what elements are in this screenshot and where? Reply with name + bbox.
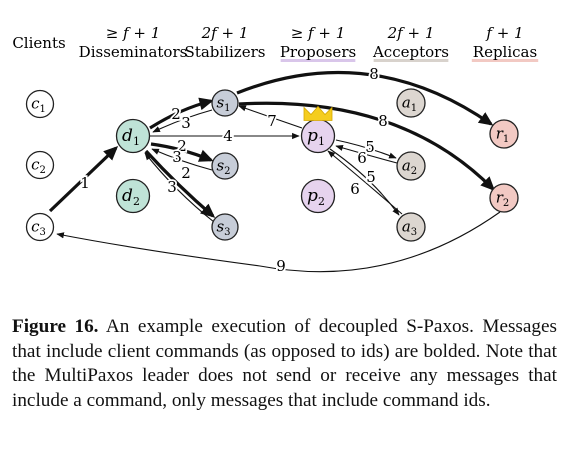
message-arrow-c3-d1 [48,146,119,213]
node-circle-c3 [25,212,55,242]
node-label-p1: p1 [307,126,325,148]
message-arrow-d1-s3 [144,149,216,218]
node-c3: c3 [25,212,55,242]
node-circle-a2 [396,151,426,181]
node-a1: a1 [396,88,426,118]
node-label-r1: r1 [496,125,510,146]
node-p2: p2 [300,178,336,214]
column-label-clients: Clients [12,34,65,52]
node-label-s3: s3 [216,218,230,239]
node-label-c2: c2 [31,156,46,177]
message-label-d1-s1: 2 [171,105,181,123]
node-circle-r1 [489,119,519,149]
node-label-r2: r2 [496,189,510,210]
message-label-s2-d1: 3 [172,148,182,166]
node-circle-s1 [211,89,239,117]
column-count-acceptors: 2f + 1 [387,24,435,42]
column-label-replicas: Replicas [473,43,537,61]
column-label-disseminators: Disseminators [79,43,188,61]
node-circle-c2 [25,150,55,180]
node-label-c3: c3 [31,218,46,239]
node-label-d2: d2 [122,186,140,208]
message-arrow-d1-s2 [150,142,214,162]
message-arrow-s1-r2 [238,101,496,192]
node-circle-d2 [115,178,151,214]
message-arrow-p1-a2 [335,139,397,159]
node-label-a2: a2 [402,157,417,178]
message-label-c3-d1: 1 [80,174,90,192]
message-label-a3-p1: 6 [350,180,360,198]
node-d1: d1 [115,118,151,154]
process-nodes: c1 c2 c3 d1 d2 s1 s2 s3 p1 p2 a1 a2 a3 r1 r2 [25,88,519,242]
column-underline-acceptors [373,59,449,62]
node-circle-c1 [25,89,55,119]
node-circle-d1 [115,118,151,154]
node-circle-a1 [396,88,426,118]
node-c2: c2 [25,150,55,180]
message-arrow-s3-d1 [144,152,215,223]
message-label-p1-a3: 5 [366,168,376,186]
node-s3: s3 [211,213,239,241]
message-label-p1-s1: 7 [267,112,277,130]
column-underline-proposers [280,59,356,62]
column-underline-replicas [471,59,539,62]
node-label-a3: a3 [402,218,417,239]
message-label-s1-d1: 3 [181,114,191,132]
message-arrow-s2-d1 [151,148,213,171]
node-a2: a2 [396,151,426,181]
node-circle-a3 [396,212,426,242]
node-a3: a3 [396,212,426,242]
message-label-r2-c3: 9 [276,257,286,275]
node-label-s2: s2 [216,157,230,178]
caption-text: An example execution of decoupled S-Paxo… [12,316,557,411]
message-label-d1-s3: 2 [181,164,191,182]
message-label-d1-s2: 2 [177,137,187,155]
node-label-d1: d1 [122,126,140,148]
message-label-s3-d1: 3 [167,178,177,196]
node-label-s1: s1 [216,94,230,115]
node-label-c1: c1 [31,95,46,116]
message-arrow-p1-s1 [238,105,303,129]
node-circle-p2 [300,178,336,214]
message-label-a2-p1: 6 [357,149,367,167]
message-arrow-a2-p1 [335,144,398,164]
node-d2: d2 [115,178,151,214]
node-s1: s1 [211,89,239,117]
message-arrow-s1-d1 [152,109,213,133]
column-label-stabilizers: Stabilizers [185,43,266,61]
column-count-stabilizers: 2f + 1 [201,24,249,42]
figure-number: Figure 16. [12,316,99,337]
node-s2: s2 [211,152,239,180]
message-arrow-s1-r1 [236,70,494,126]
column-count-proposers: ≥ f + 1 [291,24,346,42]
node-circle-s2 [211,152,239,180]
crown-shape [303,105,333,121]
column-count-replicas: f + 1 [485,24,523,42]
node-label-p2: p2 [307,186,325,208]
node-r2: r2 [489,183,519,213]
message-arrow-d1-s1 [149,97,214,130]
figure-caption: Figure 16. An example execution of decou… [12,315,557,413]
node-p1: p1 [300,118,336,154]
message-arrow-r2-c3 [56,211,501,273]
message-label-p1-a2: 5 [365,138,375,156]
node-r1: r1 [489,119,519,149]
node-c1: c1 [25,89,55,119]
node-circle-r2 [489,183,519,213]
message-label-s1-r1: 8 [369,65,379,83]
column-label-acceptors: Acceptors [372,43,449,61]
message-label-s1-r2: 8 [378,112,388,130]
node-circle-s3 [211,213,239,241]
column-label-proposers: Proposers [280,43,356,61]
column-count-disseminators: ≥ f + 1 [106,24,161,42]
message-arrow-a3-p1 [327,150,403,215]
message-arrow-p1-a3 [329,148,400,216]
message-arrows [48,70,501,273]
message-label-d1-p1: 4 [223,127,233,145]
crown-icon [303,105,333,121]
node-label-a1: a1 [402,94,417,115]
